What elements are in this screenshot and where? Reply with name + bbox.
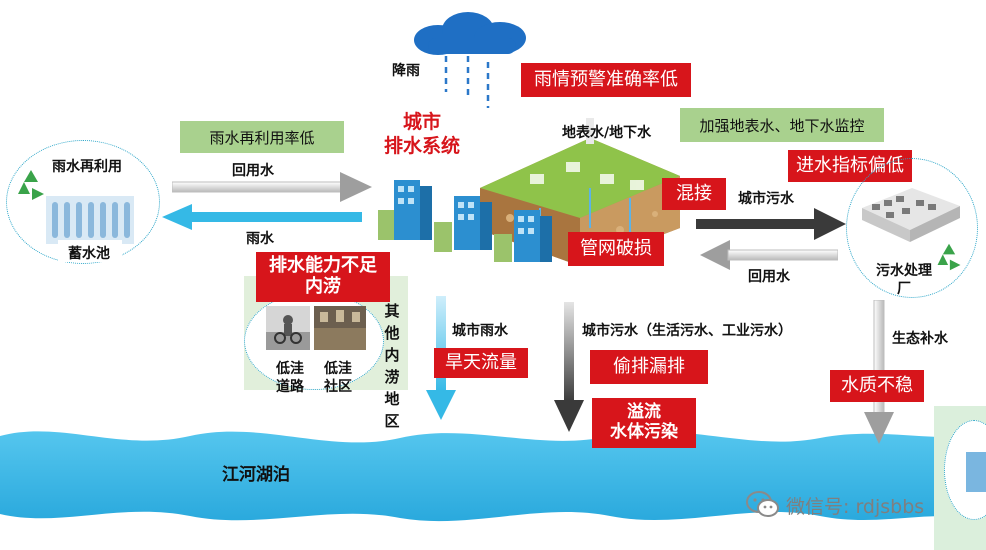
storage-pond-label-bg: [58, 240, 122, 262]
storage-pond-icon: [46, 196, 134, 244]
rain-drops: [444, 56, 490, 108]
rainwater-reuse-circle: [6, 140, 160, 264]
measure-monitoring: 加强地表水、地下水监控: [680, 108, 884, 142]
city-drainage-title-line2: 排水系统: [383, 135, 460, 157]
river-band: [0, 431, 986, 522]
low-community-label-line2: 社区: [324, 379, 352, 395]
storage-pond-label: 蓄水池: [68, 246, 110, 262]
issue-overflow-line2: 水体污染: [610, 422, 678, 442]
arrow-eco-replenish: [864, 300, 894, 444]
treatment-plant-icon: [862, 188, 960, 242]
reclaimed-water-right-label: 回用水: [748, 269, 790, 285]
watermark-text: 微信号: rdjsbbs: [786, 496, 925, 518]
city-sewage-down-label: 城市污水（生活污水、工业污水）: [582, 323, 792, 339]
issue-cross-connection: 混接: [662, 178, 726, 210]
rivers-lakes-label: 江河湖泊: [222, 465, 290, 485]
recycle-icon: [18, 170, 44, 200]
low-community-label-line1: 低洼: [324, 361, 352, 377]
issue-drainage-capacity: 排水能力不足 内涝: [256, 252, 390, 302]
issue-dry-weather-flow: 旱天流量: [434, 348, 528, 378]
photo-low-community: [314, 306, 366, 350]
arrow-sewage-to-wwtp: [696, 208, 846, 240]
arrow-city-sewage: [554, 302, 584, 432]
eco-replenish-label: 生态补水: [892, 331, 948, 347]
city-drainage-title-line1: 城市: [402, 111, 441, 133]
measure-low-reuse-rate: 雨水再利用率低: [180, 121, 344, 153]
issue-overflow: 溢流 水体污染: [592, 398, 696, 448]
arrow-rainwater-to-reuse: [162, 204, 362, 230]
issue-overflow-line1: 溢流: [627, 402, 661, 423]
wechat-icon: [746, 491, 779, 517]
low-road-label-line1: 低洼: [276, 361, 304, 377]
rainwater-flow-label: 雨水: [246, 231, 274, 247]
issue-drainage-capacity-line2: 内涝: [305, 276, 341, 297]
city-drainage-title: 城市 排水系统: [372, 110, 472, 158]
reclaimed-water-top-label: 回用水: [232, 163, 274, 179]
low-community-label: 低洼 社区: [324, 360, 352, 396]
wwtp-label-line1: 污水处理: [876, 263, 932, 279]
building-icon: [378, 180, 552, 262]
issue-water-quality: 水质不稳: [830, 370, 924, 402]
issue-rain-forecast: 雨情预警准确率低: [521, 63, 691, 97]
low-road-label: 低洼 道路: [276, 360, 304, 396]
arrow-city-rainwater: [426, 296, 456, 420]
rain-label: 降雨: [392, 63, 420, 79]
surface-ground-water-label: 地表水/地下水: [562, 125, 652, 141]
issue-illegal-discharge: 偷排漏排: [590, 350, 708, 384]
rainwater-reuse-label: 雨水再利用: [52, 159, 122, 175]
arrow-reclaimed-to-city: [172, 172, 372, 202]
issue-pipe-damage: 管网破损: [568, 232, 664, 266]
wwtp-circle: [846, 158, 978, 298]
other-flood-area-label: 其他内涝地区: [384, 302, 400, 430]
right-edge-tank: [966, 452, 986, 492]
city-rainwater-down-label: 城市雨水: [452, 323, 508, 339]
wwtp-label-line2: 厂: [897, 281, 911, 297]
arrow-reclaimed-to-city-right: [700, 240, 838, 270]
cloud-icon: [414, 12, 526, 55]
photo-low-road: [266, 306, 310, 350]
city-sewage-right-label: 城市污水: [738, 191, 794, 207]
low-road-label-line2: 道路: [276, 379, 304, 395]
wwtp-label: 污水处理 厂: [866, 262, 942, 298]
issue-drainage-capacity-line1: 排水能力不足: [269, 255, 377, 277]
recycle-icon-right: [937, 243, 961, 271]
